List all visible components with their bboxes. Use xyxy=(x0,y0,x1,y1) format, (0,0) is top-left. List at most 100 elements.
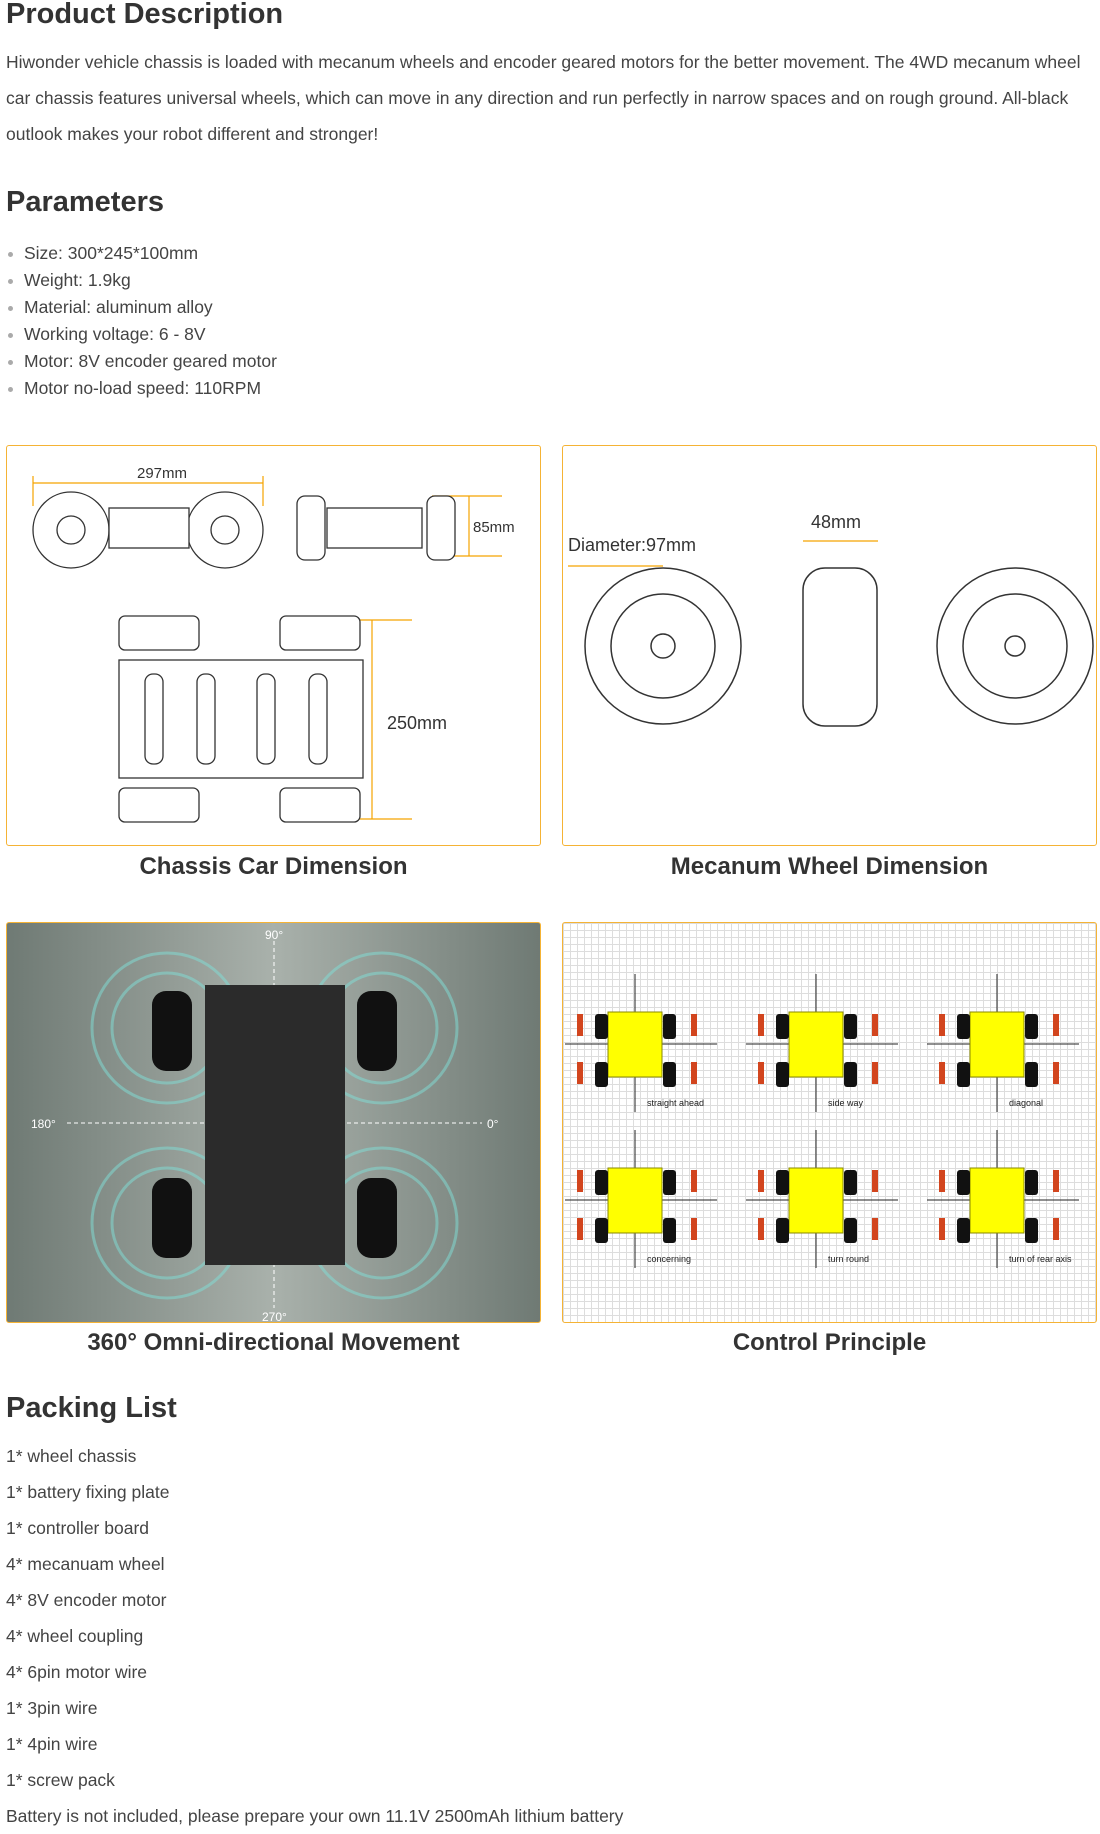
param-item: Motor no-load speed: 110RPM xyxy=(6,375,277,402)
param-item: Material: aluminum alloy xyxy=(6,294,277,321)
arrow-icon xyxy=(577,1218,583,1240)
packing-item: 1* 4pin wire xyxy=(6,1734,98,1754)
chassis-body xyxy=(969,1011,1025,1078)
wheel-icon xyxy=(844,1218,857,1243)
packing-item: 4* 8V encoder motor xyxy=(6,1590,167,1610)
angle-180-label: 180° xyxy=(31,1117,56,1131)
packing-item: 4* wheel coupling xyxy=(6,1626,144,1646)
arrow-icon xyxy=(577,1170,583,1192)
mode-label: concerning xyxy=(647,1254,691,1264)
arrow-icon xyxy=(939,1062,945,1084)
param-item: Size: 300*245*100mm xyxy=(6,240,277,267)
arrow-icon xyxy=(1053,1014,1059,1036)
control-principle-caption: Control Principle xyxy=(732,1329,927,1356)
param-item: Weight: 1.9kg xyxy=(6,267,277,294)
packing-item: 4* 6pin motor wire xyxy=(6,1662,148,1682)
arrow-icon xyxy=(577,1062,583,1084)
angle-270-label: 270° xyxy=(262,1310,287,1323)
wheel-icon xyxy=(1025,1218,1038,1243)
wheel-dimension-image: Diameter:97mm 48mm xyxy=(562,445,1097,846)
arrow-icon xyxy=(872,1170,878,1192)
arrow-icon xyxy=(691,1062,697,1084)
arrow-icon xyxy=(939,1014,945,1036)
mode-label: diagonal xyxy=(1009,1098,1043,1108)
wheel-icon xyxy=(663,1218,676,1243)
arrow-icon xyxy=(872,1062,878,1084)
arrow-icon xyxy=(758,1014,764,1036)
arrow-icon xyxy=(577,1014,583,1036)
wheel-icon xyxy=(957,1218,970,1243)
wheel-icon xyxy=(844,1170,857,1195)
mode-label: turn round xyxy=(828,1254,869,1264)
packing-item: 1* 3pin wire xyxy=(6,1698,98,1718)
packing-item: 1* battery fixing plate xyxy=(6,1482,170,1502)
arrow-icon xyxy=(872,1218,878,1240)
chassis-body xyxy=(788,1011,844,1078)
wheel-icon xyxy=(957,1014,970,1039)
arrow-icon xyxy=(872,1014,878,1036)
omni-movement-image: 90° 180° 0° 270° xyxy=(6,922,541,1323)
parameters-heading: Parameters xyxy=(6,186,164,218)
arrow-icon xyxy=(758,1170,764,1192)
arrow-icon xyxy=(1053,1062,1059,1084)
chassis-length-label: 297mm xyxy=(137,465,187,482)
arrow-icon xyxy=(758,1218,764,1240)
arrow-icon xyxy=(691,1218,697,1240)
wheel-icon xyxy=(1025,1170,1038,1195)
wheel-icon xyxy=(1025,1062,1038,1087)
mode-label: turn of rear axis xyxy=(1009,1254,1072,1264)
arrow-icon xyxy=(939,1170,945,1192)
wheel-icon xyxy=(663,1014,676,1039)
omni-movement-caption: 360° Omni-directional Movement xyxy=(87,1329,460,1356)
wheel-diameter-label: Diameter:97mm xyxy=(568,535,696,555)
wheel-icon xyxy=(595,1218,608,1243)
chassis-height-label: 85mm xyxy=(473,519,515,536)
packing-list-heading: Packing List xyxy=(6,1392,177,1424)
product-description-text: Hiwonder vehicle chassis is loaded with … xyxy=(6,52,1081,144)
wheel-icon xyxy=(776,1014,789,1039)
arrow-icon xyxy=(691,1170,697,1192)
wheel-icon xyxy=(844,1062,857,1087)
wheel-icon xyxy=(1025,1014,1038,1039)
chassis-dimension-image: 297mm 85mm 250mm xyxy=(6,445,541,846)
wheel-icon xyxy=(957,1170,970,1195)
chassis-body xyxy=(969,1167,1025,1234)
chassis-body xyxy=(788,1167,844,1234)
packing-item: 1* controller board xyxy=(6,1518,149,1538)
wheel-icon xyxy=(776,1218,789,1243)
mode-label: side way xyxy=(828,1098,864,1108)
wheel-icon xyxy=(844,1014,857,1039)
angle-90-label: 90° xyxy=(265,928,283,942)
wheel-icon xyxy=(776,1170,789,1195)
wheel-dimension-caption: Mecanum Wheel Dimension xyxy=(670,853,989,880)
arrow-icon xyxy=(1053,1218,1059,1240)
parameters-list: Size: 300*245*100mm Weight: 1.9kg Materi… xyxy=(6,240,277,402)
chassis-dimension-caption: Chassis Car Dimension xyxy=(139,853,408,880)
param-item: Working voltage: 6 - 8V xyxy=(6,321,277,348)
wheel-icon xyxy=(595,1062,608,1087)
wheel-icon xyxy=(663,1062,676,1087)
packing-list: 1* wheel chassis 1* battery fixing plate… xyxy=(6,1438,623,1834)
control-principle-image: straight ahead side way diagonal concerning… xyxy=(562,922,1097,1323)
packing-item: 1* screw pack xyxy=(6,1770,115,1790)
param-item: Motor: 8V encoder geared motor xyxy=(6,348,277,375)
wheel-icon xyxy=(663,1170,676,1195)
chassis-body xyxy=(607,1011,663,1078)
arrow-icon xyxy=(758,1062,764,1084)
wheel-icon xyxy=(595,1170,608,1195)
packing-item: 4* mecanuam wheel xyxy=(6,1554,165,1574)
wheel-icon xyxy=(776,1062,789,1087)
packing-item: 1* wheel chassis xyxy=(6,1446,137,1466)
chassis-body xyxy=(607,1167,663,1234)
arrow-icon xyxy=(1053,1170,1059,1192)
battery-note: Battery is not included, please prepare … xyxy=(6,1806,624,1826)
wheel-icon xyxy=(595,1014,608,1039)
angle-0-label: 0° xyxy=(487,1117,499,1131)
wheel-thickness-label: 48mm xyxy=(811,512,861,532)
wheel-icon xyxy=(957,1062,970,1087)
arrow-icon xyxy=(939,1218,945,1240)
mode-label: straight ahead xyxy=(647,1098,704,1108)
arrow-icon xyxy=(691,1014,697,1036)
product-description-heading: Product Description xyxy=(6,0,284,30)
chassis-width-label: 250mm xyxy=(387,713,447,733)
